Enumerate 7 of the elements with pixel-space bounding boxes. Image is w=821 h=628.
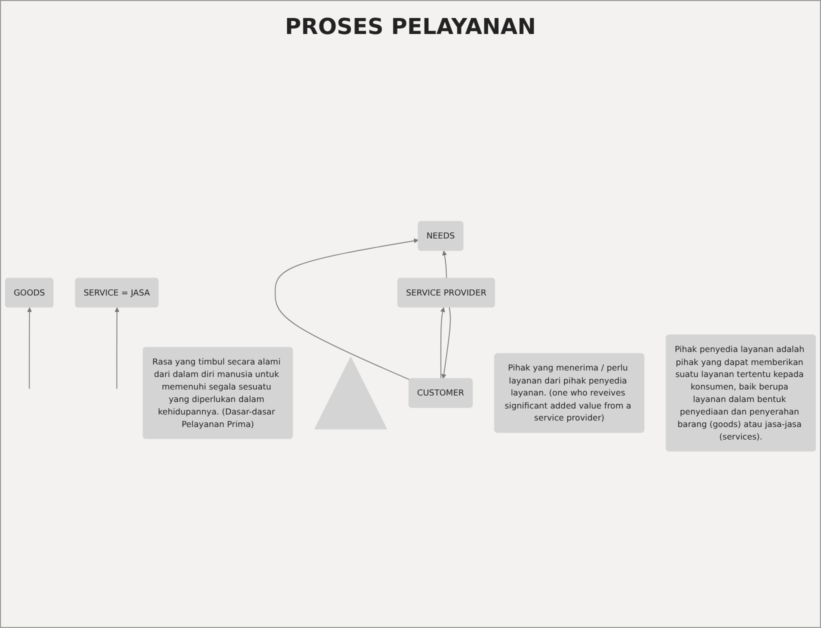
arrow: [274, 238, 419, 380]
arrow: [442, 250, 447, 280]
arrow: [441, 307, 451, 380]
arrow: [114, 308, 120, 390]
diagram-title: PROSES PELAYANAN: [285, 15, 536, 40]
arrow: [440, 308, 446, 380]
arrow: [27, 308, 32, 390]
